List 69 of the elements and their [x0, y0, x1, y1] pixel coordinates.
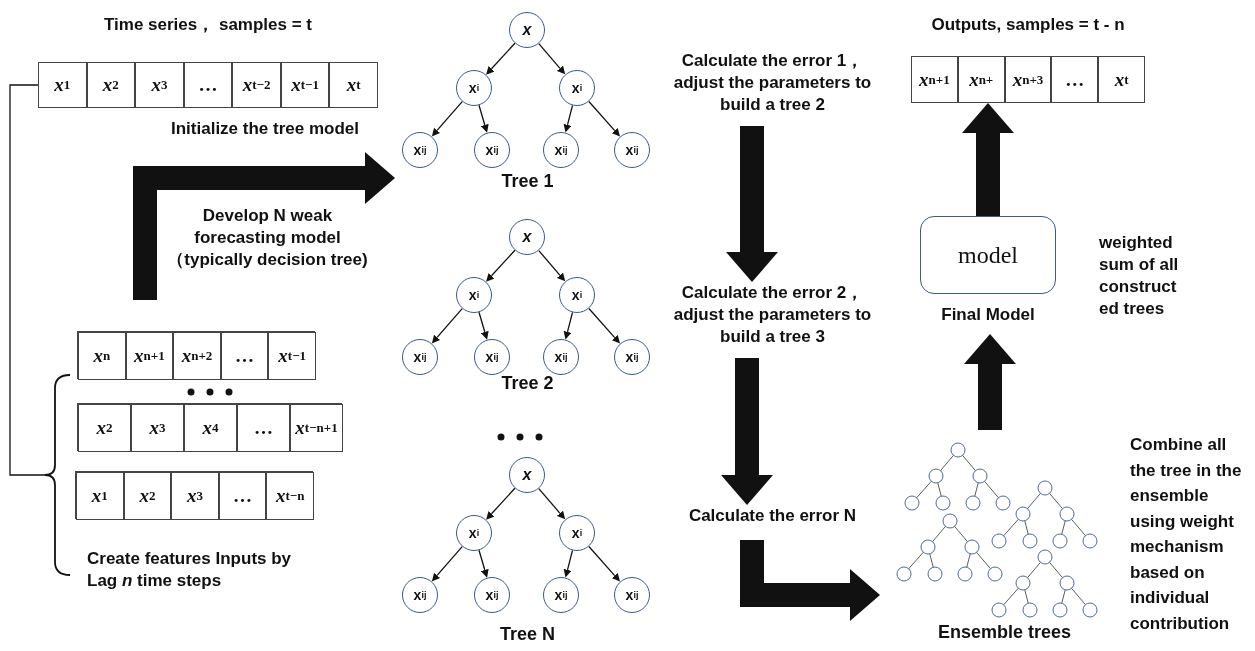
block-arrow — [726, 126, 778, 282]
array-frame — [75, 471, 313, 519]
data-cell: … — [218, 472, 267, 520]
arrow — [563, 549, 574, 578]
data-cell: … — [237, 404, 290, 452]
block-arrow — [964, 334, 1016, 430]
tree-node: x$^{i}$ — [559, 277, 595, 313]
arrow — [478, 311, 489, 340]
note-text: Create features Inputs by Lag n time steps — [87, 548, 293, 593]
block-arrow — [962, 103, 1014, 216]
node-label: Ensemble trees — [938, 621, 1072, 644]
arrow — [538, 249, 566, 282]
tree-node: x — [509, 12, 545, 48]
arrow — [563, 104, 574, 133]
tree-node: x$^{ij}$ — [614, 577, 650, 613]
tree-node: x$^{ij}$ — [402, 577, 438, 613]
note-text: Combine all the tree in the ensemble using weight mechanism based on individual contribution — [1130, 434, 1243, 635]
tree-caption: Tree 1 — [500, 170, 555, 193]
step-text: Calculate the error N — [687, 505, 858, 527]
block-arrow — [133, 152, 395, 300]
tree-node: x$^{ij}$ — [402, 339, 438, 375]
tree-node: x$^{ij}$ — [474, 577, 510, 613]
arrow — [486, 487, 516, 520]
tree-caption: Tree 2 — [500, 372, 555, 395]
tree-node: x$^{ij}$ — [543, 132, 579, 168]
arrow — [538, 42, 566, 75]
arrow — [588, 307, 620, 344]
array-heading: Time series， samples = t — [102, 14, 314, 36]
data-cell: … — [183, 62, 233, 108]
connector-line — [9, 84, 46, 476]
note-text: Develop N weak forecasting model（typically decision tree) — [166, 205, 369, 272]
arrow — [486, 249, 516, 282]
model-box: model — [920, 216, 1056, 294]
tree-node: x$^{ij}$ — [402, 132, 438, 168]
tree-node: x$^{ij}$ — [543, 339, 579, 375]
arrow — [538, 487, 566, 520]
arrow — [588, 545, 620, 582]
arrow — [588, 100, 620, 137]
block-arrow — [721, 358, 773, 505]
tree-caption: Tree N — [499, 623, 556, 646]
tree-node: x$^{i}$ — [559, 515, 595, 551]
arrow — [478, 549, 489, 578]
arrow — [431, 100, 463, 137]
edge-label: Initialize the tree model — [170, 118, 360, 140]
array-frame — [77, 331, 315, 379]
arrow — [486, 42, 516, 75]
tree-node: x$^{ij}$ — [614, 339, 650, 375]
arrow — [478, 104, 489, 133]
arrow — [563, 311, 574, 340]
tree-node: x$^{i}$ — [559, 70, 595, 106]
data-cell: … — [220, 332, 269, 380]
tree-node: x — [509, 219, 545, 255]
data-cell: … — [1051, 56, 1099, 103]
tree-node: x$^{ij}$ — [543, 577, 579, 613]
arrow — [431, 545, 463, 582]
tree-node: x$^{ij}$ — [614, 132, 650, 168]
tree-node: x$^{ij}$ — [474, 339, 510, 375]
tree-node: x — [509, 457, 545, 493]
note-text: weighted sum of all construct ed trees — [1099, 232, 1180, 321]
arrow — [431, 307, 463, 344]
step-text: Calculate the error 1， adjust the parameters to build a tree 2 — [672, 50, 873, 117]
tree-node: x$^{i}$ — [456, 70, 492, 106]
array-heading: Outputs, samples = t - n — [930, 14, 1126, 36]
tree-node: x$^{ij}$ — [474, 132, 510, 168]
tree-node: x$^{i}$ — [456, 515, 492, 551]
array-frame — [77, 403, 342, 451]
step-text: Calculate the error 2， adjust the parameters to build a tree 3 — [672, 282, 873, 349]
tree-node: x$^{i}$ — [456, 277, 492, 313]
model-caption: Final Model — [940, 304, 1036, 326]
